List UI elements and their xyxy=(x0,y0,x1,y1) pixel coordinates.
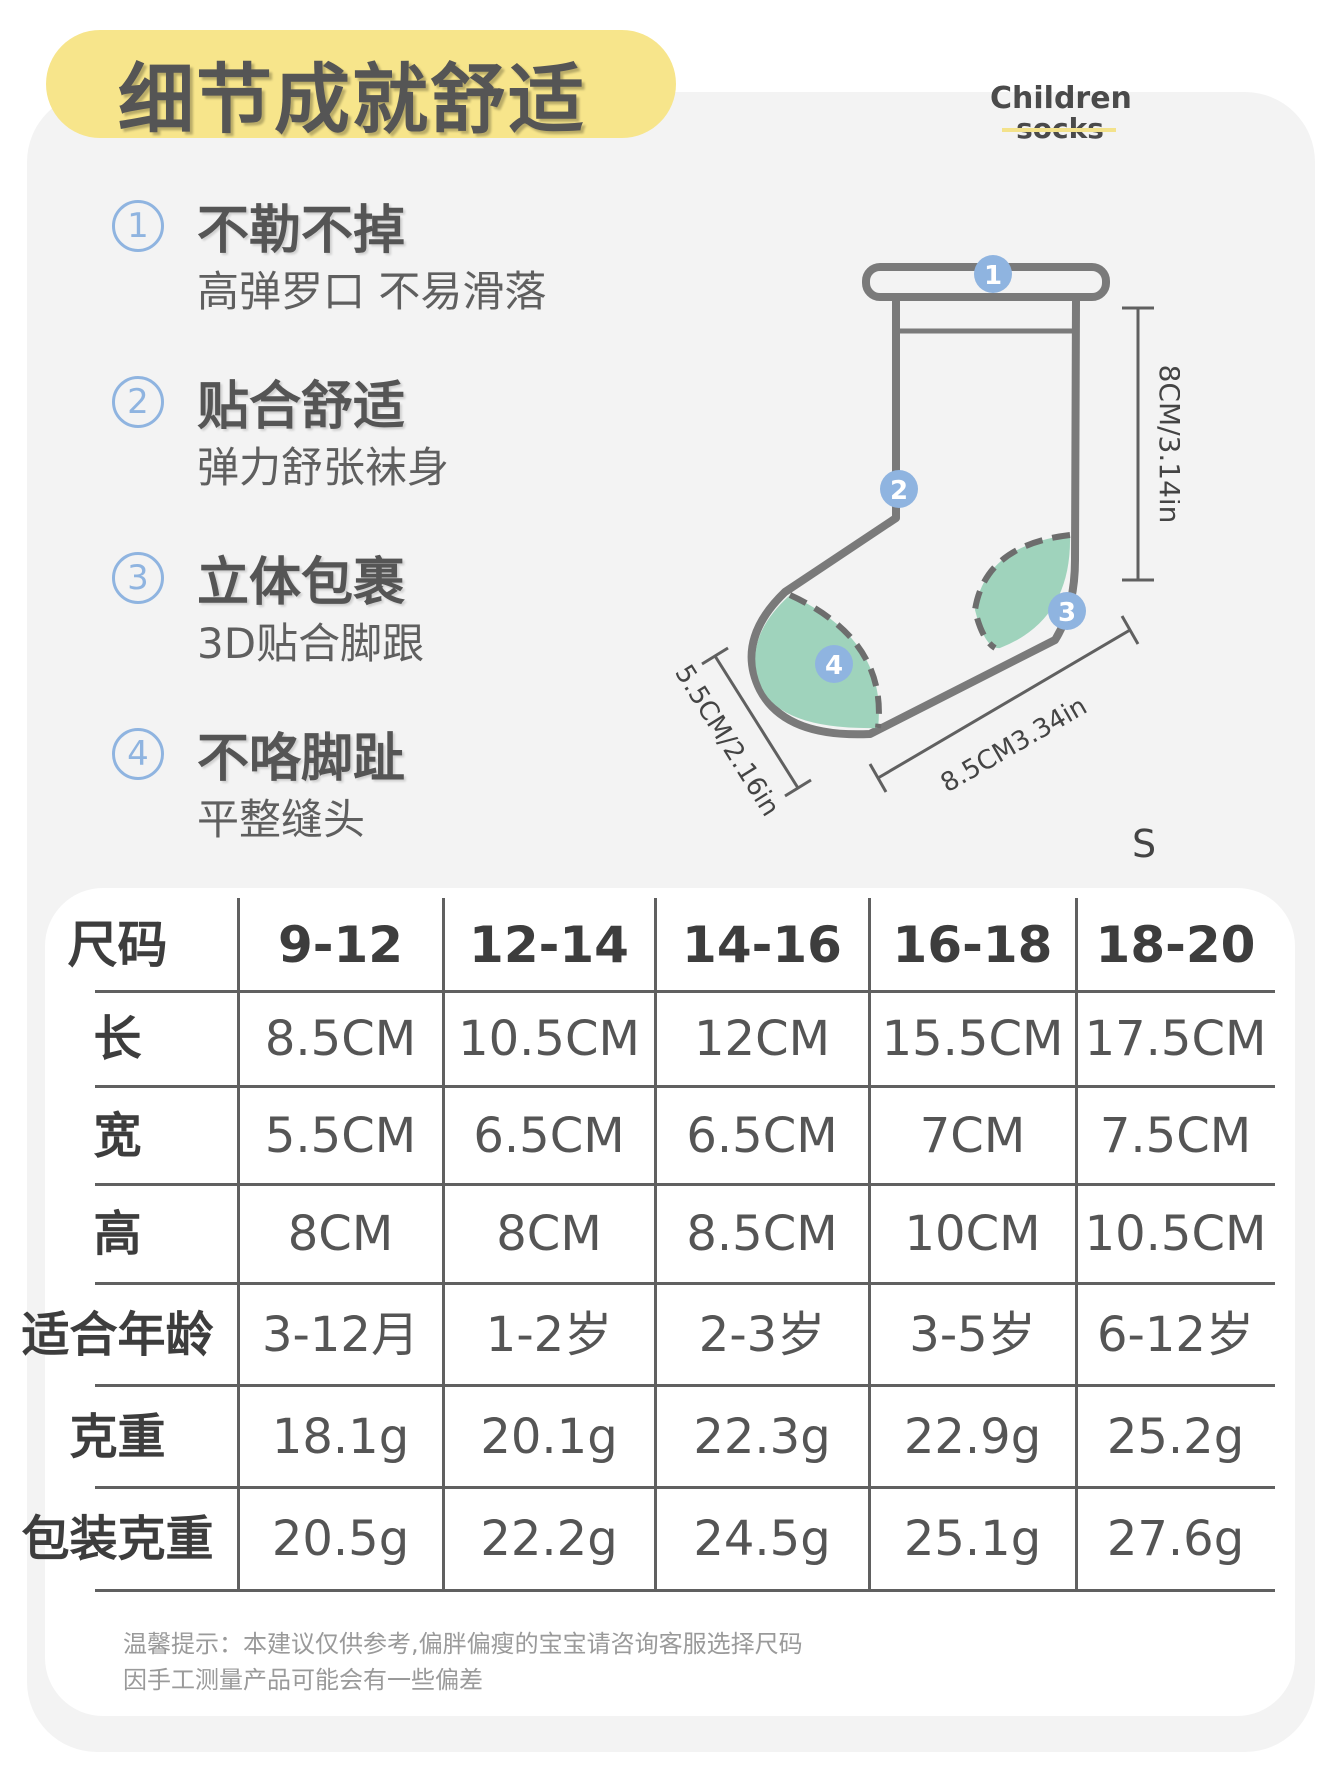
table-cell: 20.5g xyxy=(271,1511,410,1567)
feature-number-3: 3 xyxy=(112,552,164,604)
table-cell: 6-12岁 xyxy=(1097,1307,1254,1363)
feature-title-2: 贴合舒适 xyxy=(197,377,406,437)
table-column-divider xyxy=(1075,898,1078,1591)
table-cell: 6.5CM xyxy=(473,1108,625,1164)
table-header-cell: 14-16 xyxy=(682,916,842,974)
table-header-cell: 9-12 xyxy=(277,916,404,974)
table-column-divider xyxy=(442,898,445,1591)
feature-title-3: 立体包裹 xyxy=(197,553,406,613)
marker-1 xyxy=(974,255,1012,293)
table-cell: 22.3g xyxy=(693,1409,831,1465)
heel-patch xyxy=(975,535,1071,649)
feature-subtitle-2: 弹力舒张袜身 xyxy=(197,443,450,492)
table-cell: 5.5CM xyxy=(264,1108,417,1164)
table-column-divider xyxy=(654,898,657,1591)
size-label: S xyxy=(1132,822,1157,866)
table-row-divider xyxy=(95,1384,1275,1387)
feature-number-1: 1 xyxy=(112,200,164,252)
table-cell: 3-12月 xyxy=(262,1307,419,1363)
marker-2 xyxy=(880,470,918,508)
length-tick-right xyxy=(1120,615,1140,645)
toe-seam xyxy=(788,592,882,729)
width-dimension-line xyxy=(713,655,800,789)
table-row-divider xyxy=(95,1282,1275,1285)
table-cell: 12CM xyxy=(693,1011,830,1067)
marker-3-label: 3 xyxy=(1058,598,1076,628)
table-cell: 22.9g xyxy=(903,1409,1042,1465)
note-line-2: 因手工测量产品可能会有一些偏差 xyxy=(123,1666,483,1694)
length-tick-left xyxy=(868,763,888,793)
heel-seam xyxy=(971,532,1071,651)
marker-4-label: 4 xyxy=(825,651,843,681)
table-cell: 20.1g xyxy=(480,1409,618,1465)
feature-number-4: 4 xyxy=(112,728,164,780)
table-row-divider xyxy=(95,1085,1275,1088)
table-row-divider xyxy=(95,1183,1275,1186)
table-cell: 22.2g xyxy=(480,1511,618,1567)
brand-logo: Children socks xyxy=(990,81,1132,144)
width-tick-bottom xyxy=(784,778,812,798)
marker-2-label: 2 xyxy=(890,476,908,506)
table-cell: 3-5岁 xyxy=(909,1307,1036,1363)
table-cell: 8.5CM xyxy=(264,1011,417,1067)
table-cell: 15.5CM xyxy=(881,1011,1064,1067)
feature-number-2: 2 xyxy=(112,376,164,428)
table-row-label: 高 xyxy=(93,1206,142,1262)
brand-line-1: Children xyxy=(990,81,1132,116)
sock-diagram: 8CM/3.14in 5.5CM/2.16in 8.5CM3.34in 1 2 … xyxy=(668,255,1180,822)
table-cell: 1-2岁 xyxy=(485,1307,613,1363)
length-dimension-line xyxy=(877,628,1131,780)
page-title: 细节成就舒适 xyxy=(118,55,586,144)
table-cell: 6.5CM xyxy=(686,1108,838,1164)
table-cell: 24.5g xyxy=(693,1511,831,1567)
height-label: 8CM/3.14in xyxy=(1153,365,1180,524)
table-cell: 2-3岁 xyxy=(698,1307,826,1363)
length-label: 8.5CM3.34in xyxy=(936,691,1093,799)
feature-title-1: 不勒不掉 xyxy=(197,201,406,261)
width-tick-top xyxy=(701,646,729,666)
title-banner xyxy=(46,30,676,138)
feature-subtitle-3: 3D贴合脚跟 xyxy=(197,619,425,668)
brand-underline xyxy=(1002,128,1116,132)
table-header-cell: 16-18 xyxy=(892,916,1053,974)
feature-subtitle-1: 高弹罗口 不易滑落 xyxy=(197,267,547,316)
table-cell: 7.5CM xyxy=(1099,1108,1252,1164)
table-row-divider xyxy=(95,1486,1275,1489)
table-cell: 8.5CM xyxy=(686,1206,838,1262)
size-table-card xyxy=(45,888,1295,1716)
table-row-divider xyxy=(95,990,1275,993)
feature-subtitle-4: 平整缝头 xyxy=(197,795,366,844)
table-row-label: 包装克重 xyxy=(21,1511,214,1567)
table-cell: 7CM xyxy=(919,1108,1026,1164)
table-cell: 8CM xyxy=(287,1206,394,1262)
table-cell: 10.5CM xyxy=(1084,1206,1267,1262)
table-row-divider xyxy=(95,1589,1275,1592)
table-cell: 10.5CM xyxy=(458,1011,640,1067)
table-row-label: 克重 xyxy=(69,1409,166,1465)
table-row-label: 长 xyxy=(93,1011,142,1067)
note-line-1: 温馨提示：本建议仅供参考,偏胖偏瘦的宝宝请咨询客服选择尺码 xyxy=(123,1630,803,1658)
table-row-label: 宽 xyxy=(93,1108,142,1164)
feature-title-4: 不咯脚趾 xyxy=(197,729,406,789)
table-column-divider xyxy=(868,898,871,1591)
table-row-label: 适合年龄 xyxy=(21,1307,214,1363)
table-header-label: 尺码 xyxy=(67,916,168,974)
table-cell: 8CM xyxy=(496,1206,602,1262)
table-cell: 10CM xyxy=(904,1206,1041,1262)
table-header-cell: 12-14 xyxy=(469,916,629,974)
marker-1-label: 1 xyxy=(984,261,1002,291)
table-cell: 17.5CM xyxy=(1084,1011,1267,1067)
table-column-divider xyxy=(237,898,240,1591)
table-cell: 25.1g xyxy=(903,1511,1042,1567)
table-header-cell: 18-20 xyxy=(1095,916,1256,974)
table-cell: 18.1g xyxy=(271,1409,410,1465)
marker-3 xyxy=(1048,592,1086,630)
table-cell: 27.6g xyxy=(1106,1511,1245,1567)
marker-4 xyxy=(815,645,853,683)
table-cell: 25.2g xyxy=(1106,1409,1245,1465)
